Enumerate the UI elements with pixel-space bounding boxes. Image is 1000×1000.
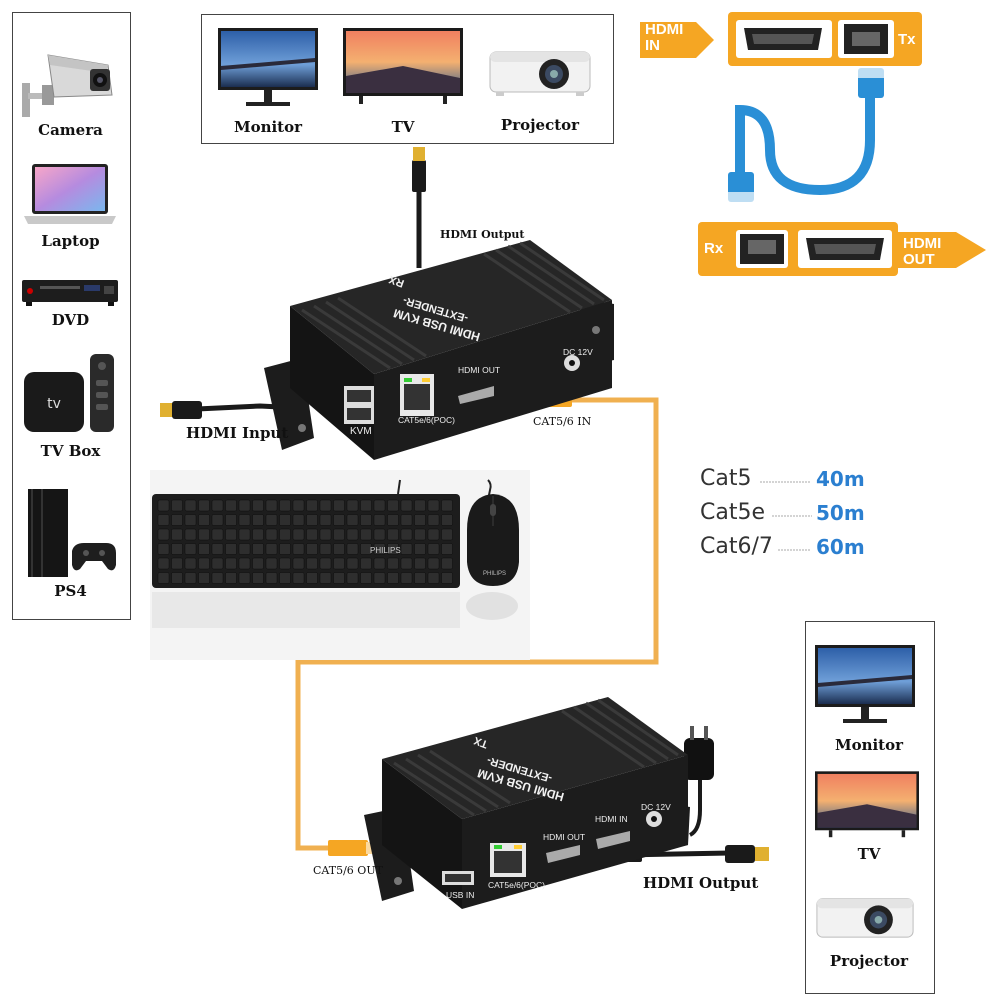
tx-display-label-tv: TV xyxy=(857,845,881,863)
rx-display-label-projector: Projector xyxy=(500,116,580,134)
rx-callout-cat-in: CAT5/6 IN xyxy=(533,415,592,428)
keyboard-icon xyxy=(152,494,460,588)
keyboard-reflection xyxy=(152,592,518,628)
source-label-tv-box: TV Box xyxy=(40,442,101,460)
laptop-icon xyxy=(24,164,116,224)
signal-label-tx: Tx xyxy=(898,31,916,48)
rx-port-label-hdmi-out: HDMI OUT xyxy=(458,365,501,375)
rx-port-label-kvm: KVM xyxy=(350,426,372,437)
rx-extender-unit xyxy=(264,240,614,460)
tx-port-label-cat: CAT5e/6(POC) xyxy=(488,880,545,890)
tv-icon xyxy=(343,28,463,104)
cable-type-cat5: Cat5 xyxy=(700,466,752,491)
rx-display-label-tv: TV xyxy=(391,118,415,136)
rx-display-label-monitor: Monitor xyxy=(233,118,303,136)
mouse-icon xyxy=(467,494,519,586)
monitor-icon xyxy=(218,28,318,106)
tx-port-label-dc: DC 12V xyxy=(641,802,671,812)
source-label-ps4: PS4 xyxy=(54,582,87,600)
signal-label-hdmi-in: HDMI IN xyxy=(645,21,684,54)
rx-callout-hdmi-output: HDMI Output xyxy=(440,228,525,241)
rx-callout-hdmi-input: HDMI Input xyxy=(186,424,289,442)
signal-flow-diagram xyxy=(640,12,986,276)
tv-box-icon: tv xyxy=(24,354,114,432)
tx-display-label-projector: Projector xyxy=(829,952,909,970)
source-label-dvd: DVD xyxy=(51,311,90,329)
source-label-camera: Camera xyxy=(38,121,103,139)
tx-port-label-hdmi-in: HDMI IN xyxy=(595,814,628,824)
tx-port-label-usb-in: USB IN xyxy=(446,890,475,900)
game-console-icon xyxy=(28,489,116,577)
signal-label-rx: Rx xyxy=(704,240,724,257)
cable-type-cat5e: Cat5e xyxy=(700,500,766,525)
keyboard-brand: PHILIPS xyxy=(370,546,401,555)
signal-label-hdmi-out: HDMI OUT xyxy=(903,235,942,268)
tx-callout-hdmi-output: HDMI Output xyxy=(643,874,759,892)
projector-icon xyxy=(816,898,914,938)
security-camera-icon xyxy=(22,54,113,117)
cable-distance-cat5e: 50m xyxy=(816,501,865,525)
rx-port-label-dc: DC 12V xyxy=(563,347,593,357)
svg-text:tv: tv xyxy=(47,396,61,412)
monitor-icon xyxy=(815,645,915,723)
tx-port-label-hdmi-out: HDMI OUT xyxy=(543,832,586,842)
tx-display-label-monitor: Monitor xyxy=(834,736,904,754)
tx-callout-cat-out: CAT5/6 OUT xyxy=(313,864,383,877)
source-label-laptop: Laptop xyxy=(41,232,100,250)
dvd-player-icon xyxy=(22,280,118,306)
projector-icon xyxy=(489,51,591,96)
cable-distance-cat5: 40m xyxy=(816,467,865,491)
cable-distance-cat6-7: 60m xyxy=(816,535,865,559)
cable-type-cat6-7: Cat6/7 xyxy=(700,534,773,559)
mouse-brand: PHILIPS xyxy=(483,571,507,577)
tx-extender-unit xyxy=(364,697,690,909)
rx-port-label-cat: CAT5e/6(POC) xyxy=(398,415,455,425)
tv-icon xyxy=(815,771,919,838)
